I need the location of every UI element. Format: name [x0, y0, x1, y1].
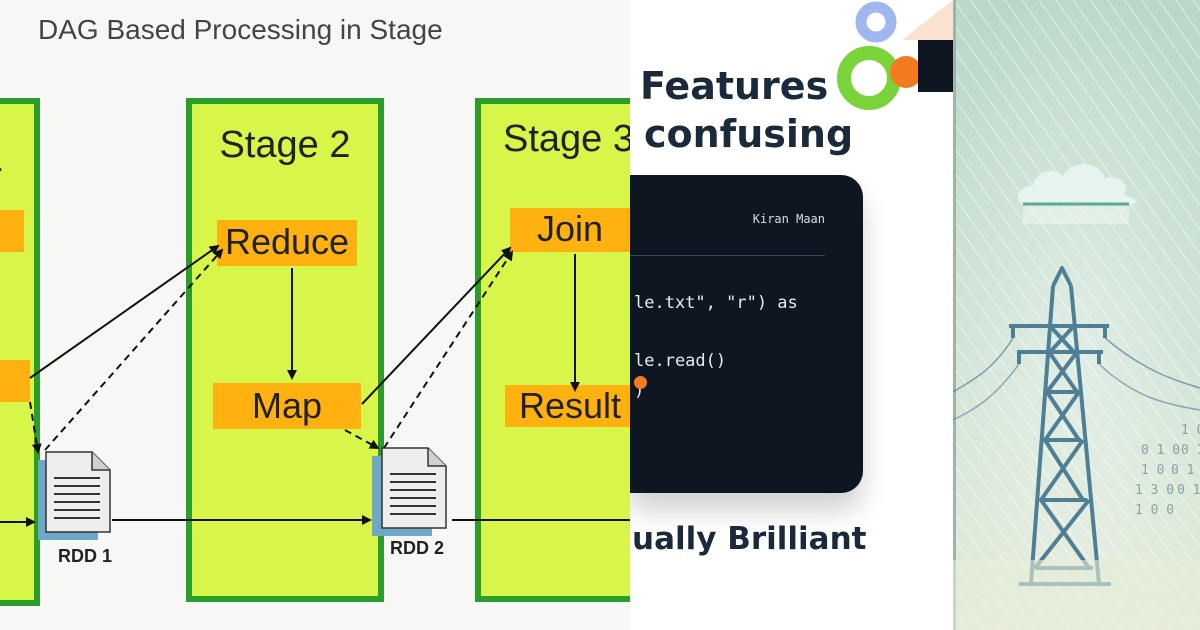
rdd-1-document-icon [38, 451, 111, 540]
binary-row-7: 0 1 [1177, 483, 1200, 498]
dashed-map-to-rdd2 [344, 429, 380, 449]
binary-row-1: 1 0 [1181, 423, 1200, 438]
headline-line-1: Features [640, 64, 829, 108]
dashed-rdd1-to-reduce [44, 248, 224, 451]
stage-2-label: Stage 2 [219, 124, 351, 166]
code-line-1: le.txt", "r") as [634, 293, 798, 313]
stage-3-box: Stage 3 [475, 98, 630, 602]
stage-1-op-bottom [0, 360, 30, 402]
op-join: Join [510, 208, 630, 252]
rdd-2-document-icon [372, 447, 447, 536]
decor-green-ring [837, 46, 901, 110]
author-name: Kiran Maan [752, 212, 825, 226]
decor-shapes [837, 0, 953, 110]
op-map: Map [213, 383, 361, 429]
dag-connectors [0, 244, 630, 540]
headline-line-2: confusing [644, 112, 854, 156]
diagram-title: DAG Based Processing in Stage [38, 14, 443, 45]
code-line-2: le.read() [634, 351, 727, 371]
promo-panel: Features confusing Kiran Maan le.txt", "… [630, 0, 953, 630]
dashed-stage1-to-rdd1 [29, 401, 42, 454]
decor-orange-dot [890, 56, 922, 88]
dag-diagram-panel: DAG Based Processing in Stage 1 Stage 2 … [0, 14, 630, 606]
stage-3-label: Stage 3 [503, 118, 630, 160]
rdd-2-label: RDD 2 [390, 538, 445, 558]
dashed-rdd2-to-join [383, 250, 514, 449]
arrow-map-to-join [361, 246, 512, 405]
cursor-orange-dot [634, 376, 647, 389]
binary-row-8: 1 0 0 [1135, 503, 1174, 518]
binary-row-4: 1 0 [1141, 463, 1164, 478]
code-card: Kiran Maan le.txt", "r") as le.read() ) [630, 175, 863, 493]
decor-navy-block [918, 40, 953, 92]
stage-1-op-top [0, 210, 24, 252]
binary-digits: 1 0 0 1 0 0 1 1 0 0 1 0 1 3 0 0 1 1 0 0 [1135, 423, 1200, 518]
footer-text: ually Brilliant [632, 521, 867, 557]
binary-row-6: 1 3 0 [1135, 483, 1174, 498]
power-illustration-panel: 1 0 0 1 0 0 1 1 0 0 1 0 1 3 0 0 1 1 0 0 [953, 0, 1200, 630]
binary-row-2: 0 1 0 [1141, 443, 1180, 458]
rdd-1-label: RDD 1 [58, 546, 113, 566]
power-tower-icon [953, 266, 1200, 586]
code-line-3: ) [634, 381, 645, 401]
binary-row-3: 0 1 [1181, 443, 1200, 458]
decor-blue-ring [855, 1, 897, 43]
code-card-divider [630, 255, 825, 256]
stage-2-box: Stage 2 [186, 98, 384, 602]
stage-1-label: 1 [0, 138, 3, 181]
op-reduce: Reduce [217, 220, 357, 266]
decor-peach-triangle [902, 0, 953, 40]
illustration-art: 1 0 0 1 0 0 1 1 0 0 1 0 1 3 0 0 1 1 0 0 [953, 0, 1200, 630]
binary-row-5: 0 1 0 [1171, 463, 1200, 478]
cloud-icon [1017, 164, 1137, 224]
op-result: Result [505, 385, 630, 427]
arrow-stage1-to-reduce [29, 244, 220, 379]
